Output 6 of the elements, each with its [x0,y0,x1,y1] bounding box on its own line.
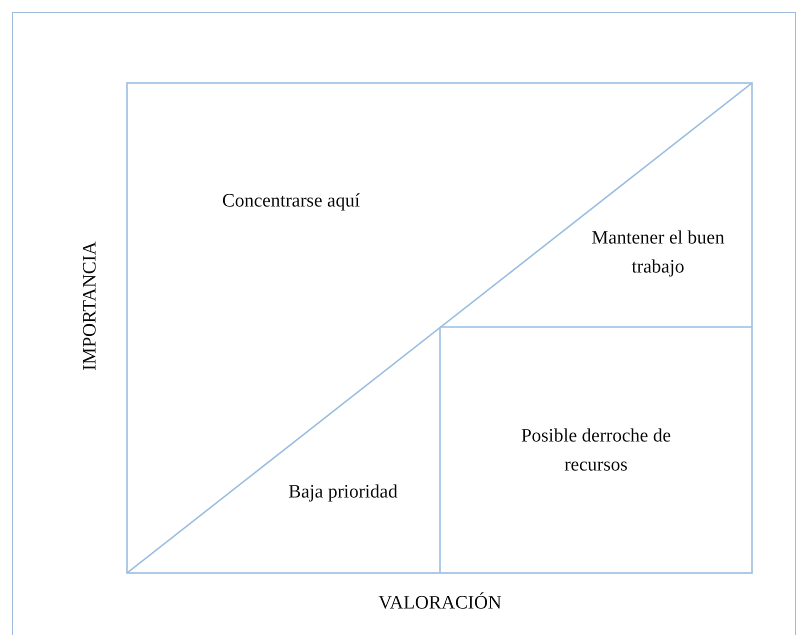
region-label: Baja prioridad [288,480,398,504]
axis-title: VALORACIÓN [378,591,502,616]
region-label: Mantener el buen trabajo [590,226,726,280]
axis-title: IMPORTANCIA [78,241,102,371]
region-label: Concentrarse aquí [222,189,360,214]
region-label: Posible derroche de recursos [520,424,672,478]
